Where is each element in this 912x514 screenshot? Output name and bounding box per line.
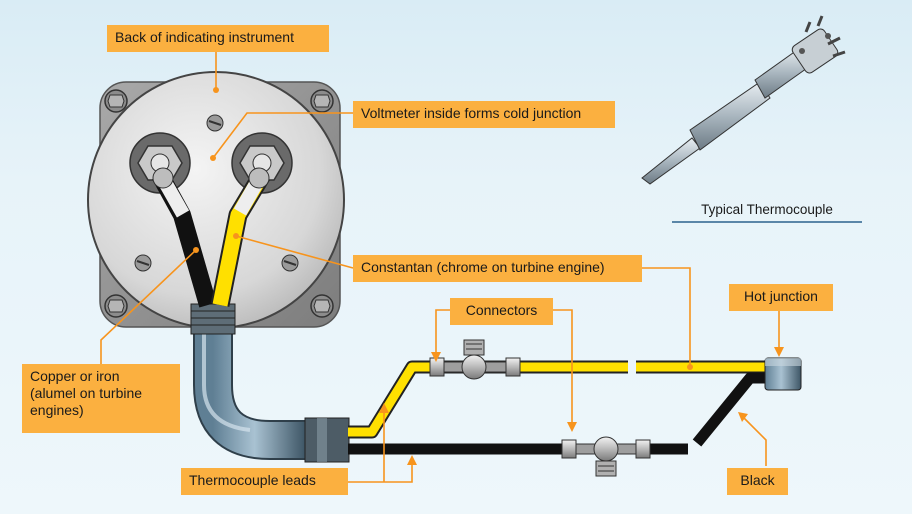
connector-black: [561, 436, 651, 477]
typical-thermocouple-probe: [641, 15, 846, 185]
label-connectors: Connectors: [450, 298, 553, 325]
label-copper-line-1: Copper or iron: [30, 368, 120, 384]
leader-lines: [100, 52, 784, 483]
label-voltmeter: Voltmeter inside forms cold junction: [353, 101, 615, 128]
label-thermocouple-leads: Thermocouple leads: [181, 468, 348, 495]
leader-constantan-hot: [642, 267, 691, 367]
leader-black: [741, 415, 767, 466]
corner-bolt-top-left: [104, 89, 128, 113]
label-black: Black: [727, 468, 788, 495]
corner-bolt-bottom-left: [104, 294, 128, 318]
label-back-instrument: Back of indicating instrument: [107, 25, 329, 52]
corner-bolt-top-right: [310, 89, 334, 113]
leader-connectors-right: [553, 309, 573, 430]
black-lead: [348, 372, 766, 455]
caption-typical-thermocouple: Typical Thermocouple: [701, 202, 833, 217]
label-constantan: Constantan (chrome on turbine engine): [353, 255, 642, 282]
black-instrument-lead: [152, 167, 217, 308]
label-copper-line-2: (alumel on turbine: [30, 385, 143, 401]
leader-leads-black: [348, 458, 413, 483]
connector-yellow: [429, 339, 521, 380]
label-copper-or-iron: Copper or iron (alumel on turbine engine…: [22, 364, 180, 433]
yellow-lead: [348, 360, 765, 439]
leader-constantan: [235, 235, 354, 269]
yellow-instrument-lead: [210, 167, 271, 307]
leader-copper: [100, 249, 197, 366]
hot-junction-cap: [764, 357, 802, 391]
dial-screws: [134, 114, 299, 272]
lead-conduit: [190, 303, 350, 463]
label-hot-junction: Hot junction: [729, 284, 833, 311]
label-copper-line-3: engines): [30, 402, 84, 418]
leader-voltmeter: [212, 112, 353, 159]
corner-bolt-bottom-right: [310, 294, 334, 318]
